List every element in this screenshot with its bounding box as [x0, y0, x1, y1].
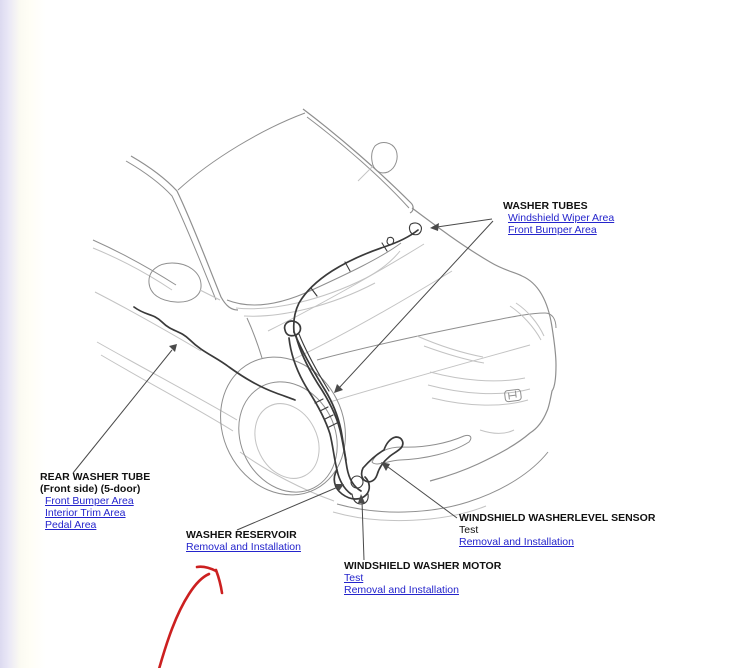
leader-lines [72, 218, 494, 561]
label-rear-washer-tube: REAR WASHER TUBE (Front side) (5-door) F… [40, 471, 150, 531]
label-windshield-washer-motor: WINDSHIELD WASHER MOTOR Test Removal and… [344, 560, 501, 596]
rear-washer-tube-title: REAR WASHER TUBE [40, 471, 151, 483]
label-washer-tubes: WASHER TUBES Windshield Wiper Area Front… [503, 200, 614, 236]
link-motor-removal-and-installation[interactable]: Removal and Installation [344, 584, 459, 596]
washer-reservoir-title: WASHER RESERVOIR [186, 529, 297, 541]
link-rear-tube-front-bumper-area[interactable]: Front Bumper Area [45, 495, 134, 507]
link-motor-test[interactable]: Test [344, 572, 364, 584]
washer-level-sensor-title: WINDSHIELD WASHERLEVEL SENSOR [459, 512, 656, 524]
link-sensor-removal-and-installation[interactable]: Removal and Installation [459, 536, 574, 548]
washer-tubes-drawing [133, 222, 422, 461]
side-mirror-right [357, 142, 398, 182]
washer-tubes-title: WASHER TUBES [503, 200, 588, 212]
side-mirror-left [148, 262, 221, 303]
rear-washer-tube-subtitle: (Front side) (5-door) [40, 483, 141, 495]
washer-motor-title: WINDSHIELD WASHER MOTOR [344, 560, 502, 572]
label-washer-reservoir: WASHER RESERVOIR Removal and Installatio… [186, 529, 301, 553]
link-reservoir-removal-and-installation[interactable]: Removal and Installation [186, 541, 301, 553]
label-windshield-washer-level-sensor: WINDSHIELD WASHERLEVEL SENSOR Test Remov… [459, 512, 655, 548]
link-washer-tubes-front-bumper-area[interactable]: Front Bumper Area [508, 224, 597, 236]
car-outline [92, 108, 557, 522]
link-windshield-wiper-area[interactable]: Windshield Wiper Area [508, 212, 615, 224]
link-pedal-area[interactable]: Pedal Area [45, 519, 97, 531]
red-annotation-arrow [157, 565, 224, 668]
honda-emblem [504, 388, 522, 403]
link-interior-trim-area[interactable]: Interior Trim Area [45, 507, 126, 519]
washer-reservoir-drawing [283, 320, 404, 505]
washer-level-sensor-test-text: Test [459, 524, 479, 536]
